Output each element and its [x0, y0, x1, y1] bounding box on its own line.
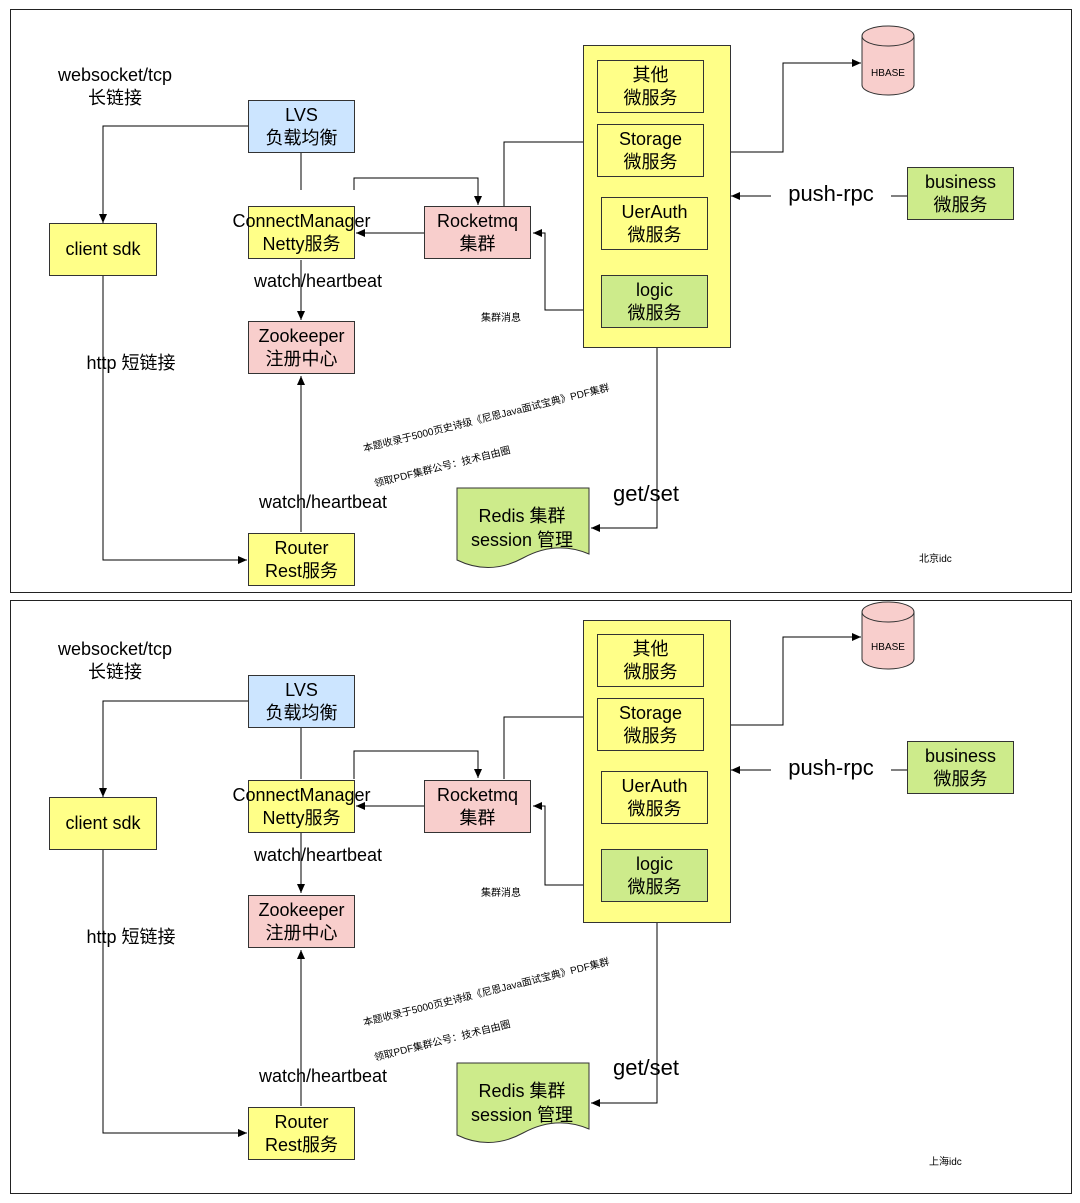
- logic-service-node: logic 微服务: [601, 275, 708, 328]
- idc-label: 北京idc: [919, 554, 952, 565]
- diagram-panel-beijing: websocket/tcp 长链接 client sdk http 短链接 LV…: [10, 9, 1072, 593]
- uerauth-service-node: UerAuth 微服务: [601, 197, 708, 250]
- other-service-node: 其他 微服务: [597, 634, 704, 687]
- websocket-label: websocket/tcp 长链接: [57, 65, 173, 108]
- idc-label: 上海idc: [929, 1157, 962, 1168]
- connect-manager-node: ConnectManager Netty服务: [232, 780, 371, 833]
- get-set-label: get/set: [612, 1055, 680, 1080]
- websocket-label: websocket/tcp 长链接: [57, 639, 173, 682]
- redis-node: Redis 集群 session 管理: [470, 1081, 574, 1125]
- uerauth-service-node: UerAuth 微服务: [601, 771, 708, 824]
- lvs-node: LVS 负载均衡: [248, 675, 355, 728]
- rocketmq-node: Rocketmq 集群: [424, 780, 531, 833]
- storage-service-node: Storage 微服务: [597, 698, 704, 751]
- connect-manager-node: ConnectManager Netty服务: [232, 206, 371, 259]
- hbase-label: HBASE: [871, 642, 905, 653]
- note-line-2: 领取PDF集群公号：技术自由圈: [373, 445, 512, 490]
- logic-service-node: logic 微服务: [601, 849, 708, 902]
- router-node: Router Rest服务: [248, 533, 355, 586]
- hbase-cylinder-shape: [861, 601, 915, 670]
- note-line-1: 本题收录于5000页史诗级《尼恩Java面试宝典》PDF集群: [362, 956, 611, 1029]
- cluster-message-label: 集群消息: [481, 888, 521, 899]
- cluster-message-label: 集群消息: [481, 313, 521, 324]
- note-line-1: 本题收录于5000页史诗级《尼恩Java面试宝典》PDF集群: [362, 382, 611, 455]
- push-rpc-label: push-rpc: [771, 182, 891, 205]
- business-service-node: business 微服务: [907, 167, 1014, 220]
- storage-service-node: Storage 微服务: [597, 124, 704, 177]
- zookeeper-node: Zookeeper 注册中心: [248, 321, 355, 374]
- http-label: http 短链接: [86, 927, 176, 947]
- watch-heartbeat-label-bottom: watch/heartbeat: [258, 492, 388, 512]
- business-service-node: business 微服务: [907, 741, 1014, 794]
- watch-heartbeat-label-top: watch/heartbeat: [253, 845, 383, 865]
- router-node: Router Rest服务: [248, 1107, 355, 1160]
- client-sdk-node: client sdk: [49, 223, 157, 276]
- watch-heartbeat-label-bottom: watch/heartbeat: [258, 1066, 388, 1086]
- lvs-node: LVS 负载均衡: [248, 100, 355, 153]
- diagram-panel-shanghai: websocket/tcp 长链接 client sdk http 短链接 LV…: [10, 600, 1072, 1194]
- zookeeper-node: Zookeeper 注册中心: [248, 895, 355, 948]
- other-service-node: 其他 微服务: [597, 60, 704, 113]
- client-sdk-node: client sdk: [49, 797, 157, 850]
- push-rpc-label: push-rpc: [771, 756, 891, 779]
- redis-node: Redis 集群 session 管理: [470, 506, 574, 550]
- rocketmq-node: Rocketmq 集群: [424, 206, 531, 259]
- note-line-2: 领取PDF集群公号：技术自由圈: [373, 1019, 512, 1064]
- watch-heartbeat-label-top: watch/heartbeat: [253, 271, 383, 291]
- http-label: http 短链接: [86, 353, 176, 373]
- get-set-label: get/set: [612, 481, 680, 506]
- hbase-cylinder-shape: [861, 25, 915, 96]
- hbase-label: HBASE: [871, 68, 905, 79]
